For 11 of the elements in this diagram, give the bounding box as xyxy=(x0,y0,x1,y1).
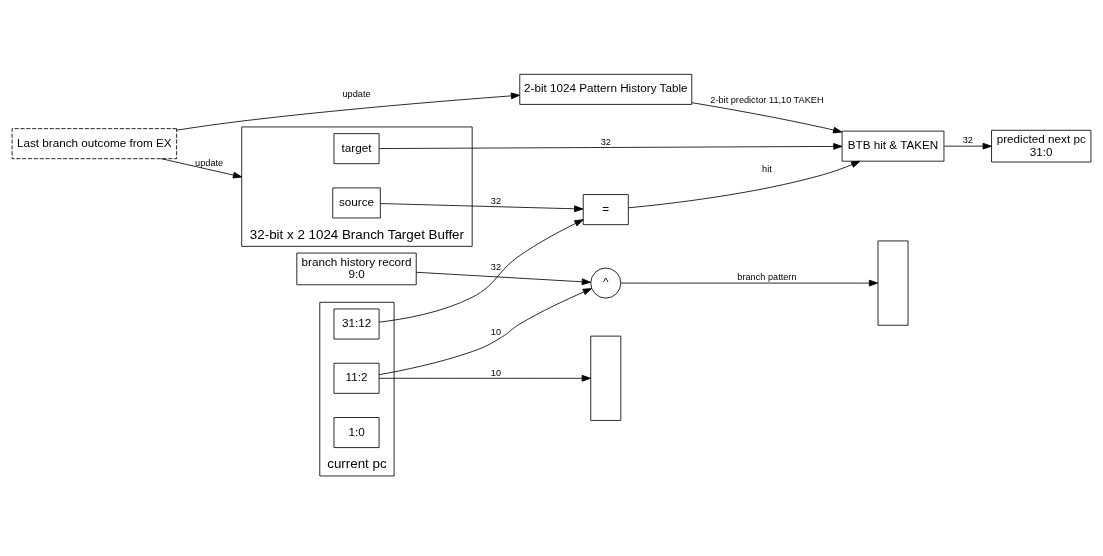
edge-label: 32 xyxy=(490,261,502,272)
edge-label: 10 xyxy=(490,367,502,378)
edge-label: branch pattern xyxy=(737,271,797,282)
edge-label: 32 xyxy=(490,195,502,206)
edge-label: update xyxy=(195,157,224,168)
edge-label: update xyxy=(342,88,371,99)
edge-label: 10 xyxy=(490,326,502,337)
edge-label: 32 xyxy=(600,136,611,147)
edge-label: 32 xyxy=(962,134,973,145)
edge-label: hit xyxy=(762,163,772,174)
edge-label: 2-bit predictor 11,10 TAKEH xyxy=(710,94,824,105)
